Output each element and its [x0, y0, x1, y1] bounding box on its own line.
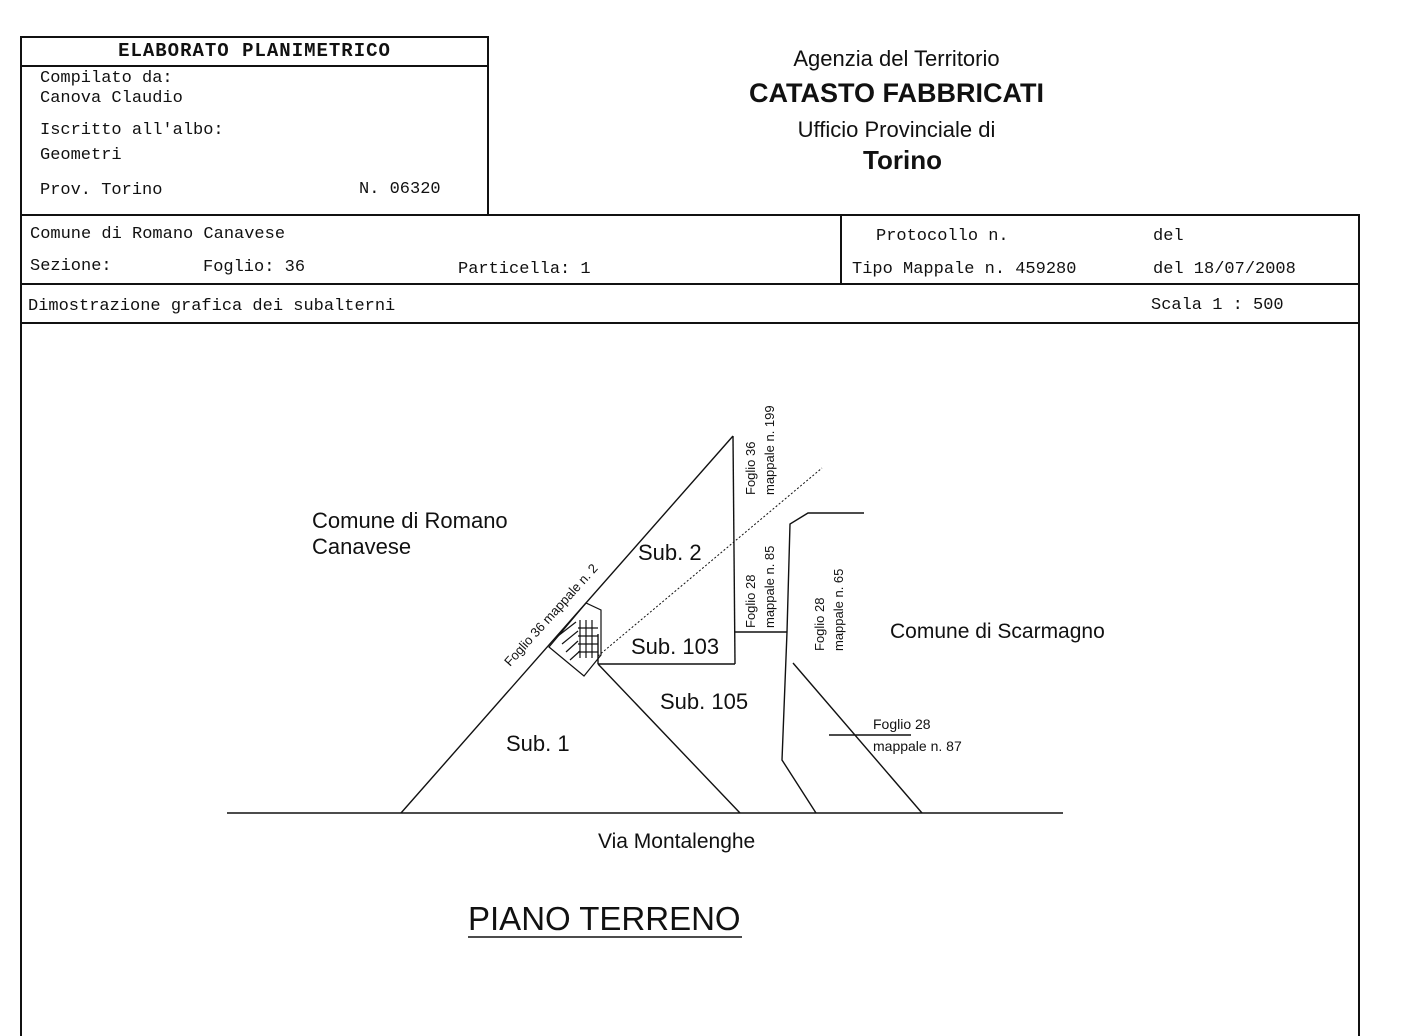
lot-diagonal-left [400, 435, 734, 814]
parcel-ref-f28-m65-line1: Foglio 28 [812, 598, 827, 651]
comune-romano-label-line1: Comune di Romano [312, 508, 508, 533]
page-left-border [20, 36, 22, 1036]
mappale-87-diagonal [792, 662, 923, 814]
parcel-ref-f28-m87-line1: Foglio 28 [873, 716, 931, 732]
sub-105-label: Sub. 105 [660, 689, 748, 714]
province: Prov. Torino [40, 181, 163, 200]
sub-103-label: Sub. 103 [631, 634, 719, 659]
staircase-building [548, 602, 602, 677]
sub-2-label: Sub. 2 [638, 540, 702, 565]
register-value: Geometri [40, 146, 122, 165]
sezione-label: Sezione: [30, 257, 112, 276]
dotted-reference-line [597, 467, 823, 657]
parcel-ref-f28-m85-line1: Foglio 28 [743, 575, 758, 628]
particella-value: Particella: 1 [458, 260, 591, 279]
header-title: ELABORATO PLANIMETRICO [118, 40, 391, 62]
register-label: Iscritto all'albo: [40, 121, 224, 140]
protocollo-label: Protocollo n. [876, 227, 1009, 246]
lot-east-edge [732, 435, 736, 665]
floor-title: PIANO TERRENO [468, 900, 741, 937]
tipo-mappale: Tipo Mappale n. 459280 [852, 260, 1077, 279]
parcel-ref-f28-m65-line2: mappale n. 65 [831, 569, 846, 651]
parcel-ref-f36-m199-line2: mappale n. 199 [762, 405, 777, 495]
parcel-ref-f28-m87-line2: mappale n. 87 [873, 738, 962, 754]
agency-name: Agenzia del Territorio [793, 46, 1000, 71]
sub105-divider [597, 663, 741, 814]
comune-romano-label-line2: Canavese [312, 534, 411, 559]
info-middle-rule [20, 283, 1360, 285]
office-city: Torino [863, 145, 942, 175]
info-bottom-rule [20, 322, 1360, 324]
east-parcel-boundary [781, 512, 864, 814]
page-right-border [1358, 214, 1360, 1036]
street-name: Via Montalenghe [598, 830, 755, 853]
info-top-rule [20, 214, 1360, 216]
comune-name: Comune di Romano Canavese [30, 225, 286, 244]
compiled-by-label: Compilato da: [40, 69, 173, 88]
drawing-description: Dimostrazione grafica dei subalterni [28, 297, 396, 316]
office-label: Ufficio Provinciale di [797, 117, 996, 142]
tipo-mappale-date: del 18/07/2008 [1153, 260, 1296, 279]
foglio-value: Foglio: 36 [203, 258, 306, 277]
parcel-ref-f28-m85-line2: mappale n. 85 [762, 546, 777, 628]
register-number: N. 06320 [359, 180, 441, 199]
header-title-divider [20, 65, 489, 67]
comune-scarmagno-label: Comune di Scarmagno [890, 620, 1105, 643]
parcel-ref-f36-m199-line1: Foglio 36 [743, 442, 758, 495]
catasto-title: CATASTO FABBRICATI [749, 78, 1044, 108]
protocollo-date-label: del [1153, 227, 1184, 246]
sub-1-label: Sub. 1 [506, 731, 570, 756]
info-divider [840, 214, 842, 284]
compiled-by-name: Canova Claudio [40, 89, 183, 108]
drawing-scale: Scala 1 : 500 [1151, 296, 1284, 315]
